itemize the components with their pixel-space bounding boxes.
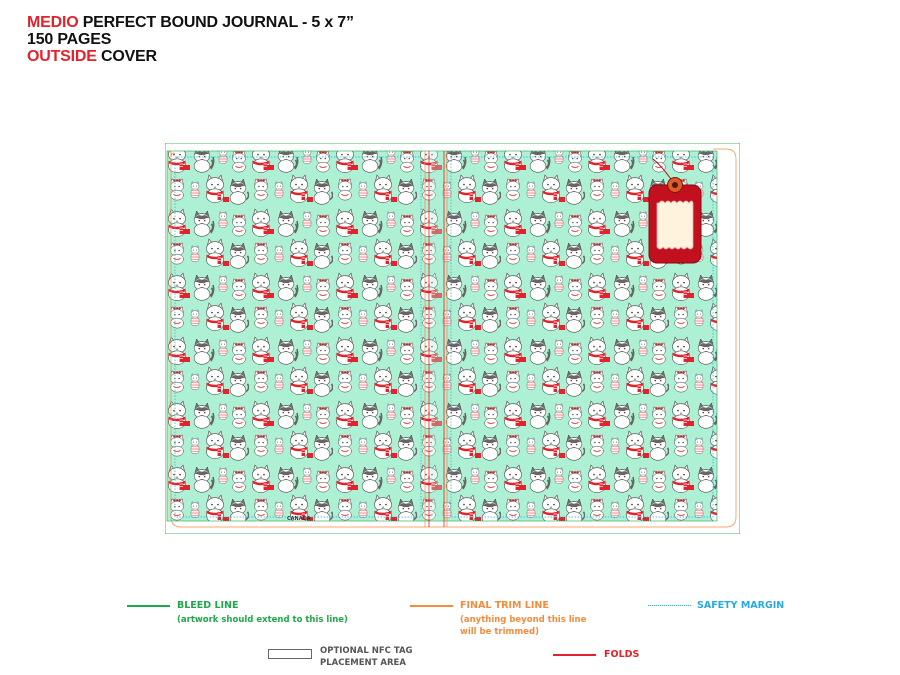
final-trim-line-note-2: will be trimmed)	[460, 627, 539, 637]
title-cover: COVER	[96, 48, 157, 65]
title-line-pages: 150 PAGES	[27, 31, 112, 48]
final-trim-line-label: FINAL TRIM LINE	[460, 600, 549, 611]
safety-margin-lines	[174, 156, 714, 518]
bleed-line-note: (artwork should extend to this line)	[177, 615, 348, 625]
final-trim-lines	[170, 148, 737, 528]
final-trim-line-swatch	[410, 605, 453, 607]
fold-lines	[428, 151, 445, 527]
safety-margin-label: SAFETY MARGIN	[697, 600, 785, 611]
safety-margin-swatch	[648, 605, 691, 606]
gift-tag	[648, 158, 702, 264]
folds-label: FOLDS	[604, 649, 640, 660]
title-line-journal: MEDIO PERFECT BOUND JOURNAL - 5 x 7”	[27, 14, 354, 31]
title-line-cover: OUTSIDE COVER	[27, 48, 354, 65]
spine-strip	[431, 151, 443, 521]
title-journal-spec: PERFECT BOUND JOURNAL - 5 x 7”	[78, 14, 354, 31]
folds-swatch	[553, 654, 596, 656]
nfc-tag-area-swatch	[268, 649, 312, 659]
cat-pattern-artwork	[167, 151, 717, 521]
bleed-line-swatch	[127, 605, 170, 607]
artwork-bleed-edge	[166, 150, 718, 522]
final-trim-line-note-1: (anything beyond this line	[460, 615, 587, 625]
page-title-block: MEDIO PERFECT BOUND JOURNAL - 5 x 7” 150…	[27, 14, 354, 65]
title-accent-outside: OUTSIDE	[27, 48, 97, 65]
cover-template: CANADA	[165, 143, 740, 534]
nfc-tag-label-1: OPTIONAL NFC TAG	[320, 646, 413, 656]
bleed-line-label: BLEED LINE	[177, 600, 239, 611]
nfc-tag-label-2: PLACEMENT AREA	[320, 658, 406, 668]
brand-mark-canada: CANADA	[287, 516, 311, 522]
title-accent-medio: MEDIO	[27, 14, 79, 31]
